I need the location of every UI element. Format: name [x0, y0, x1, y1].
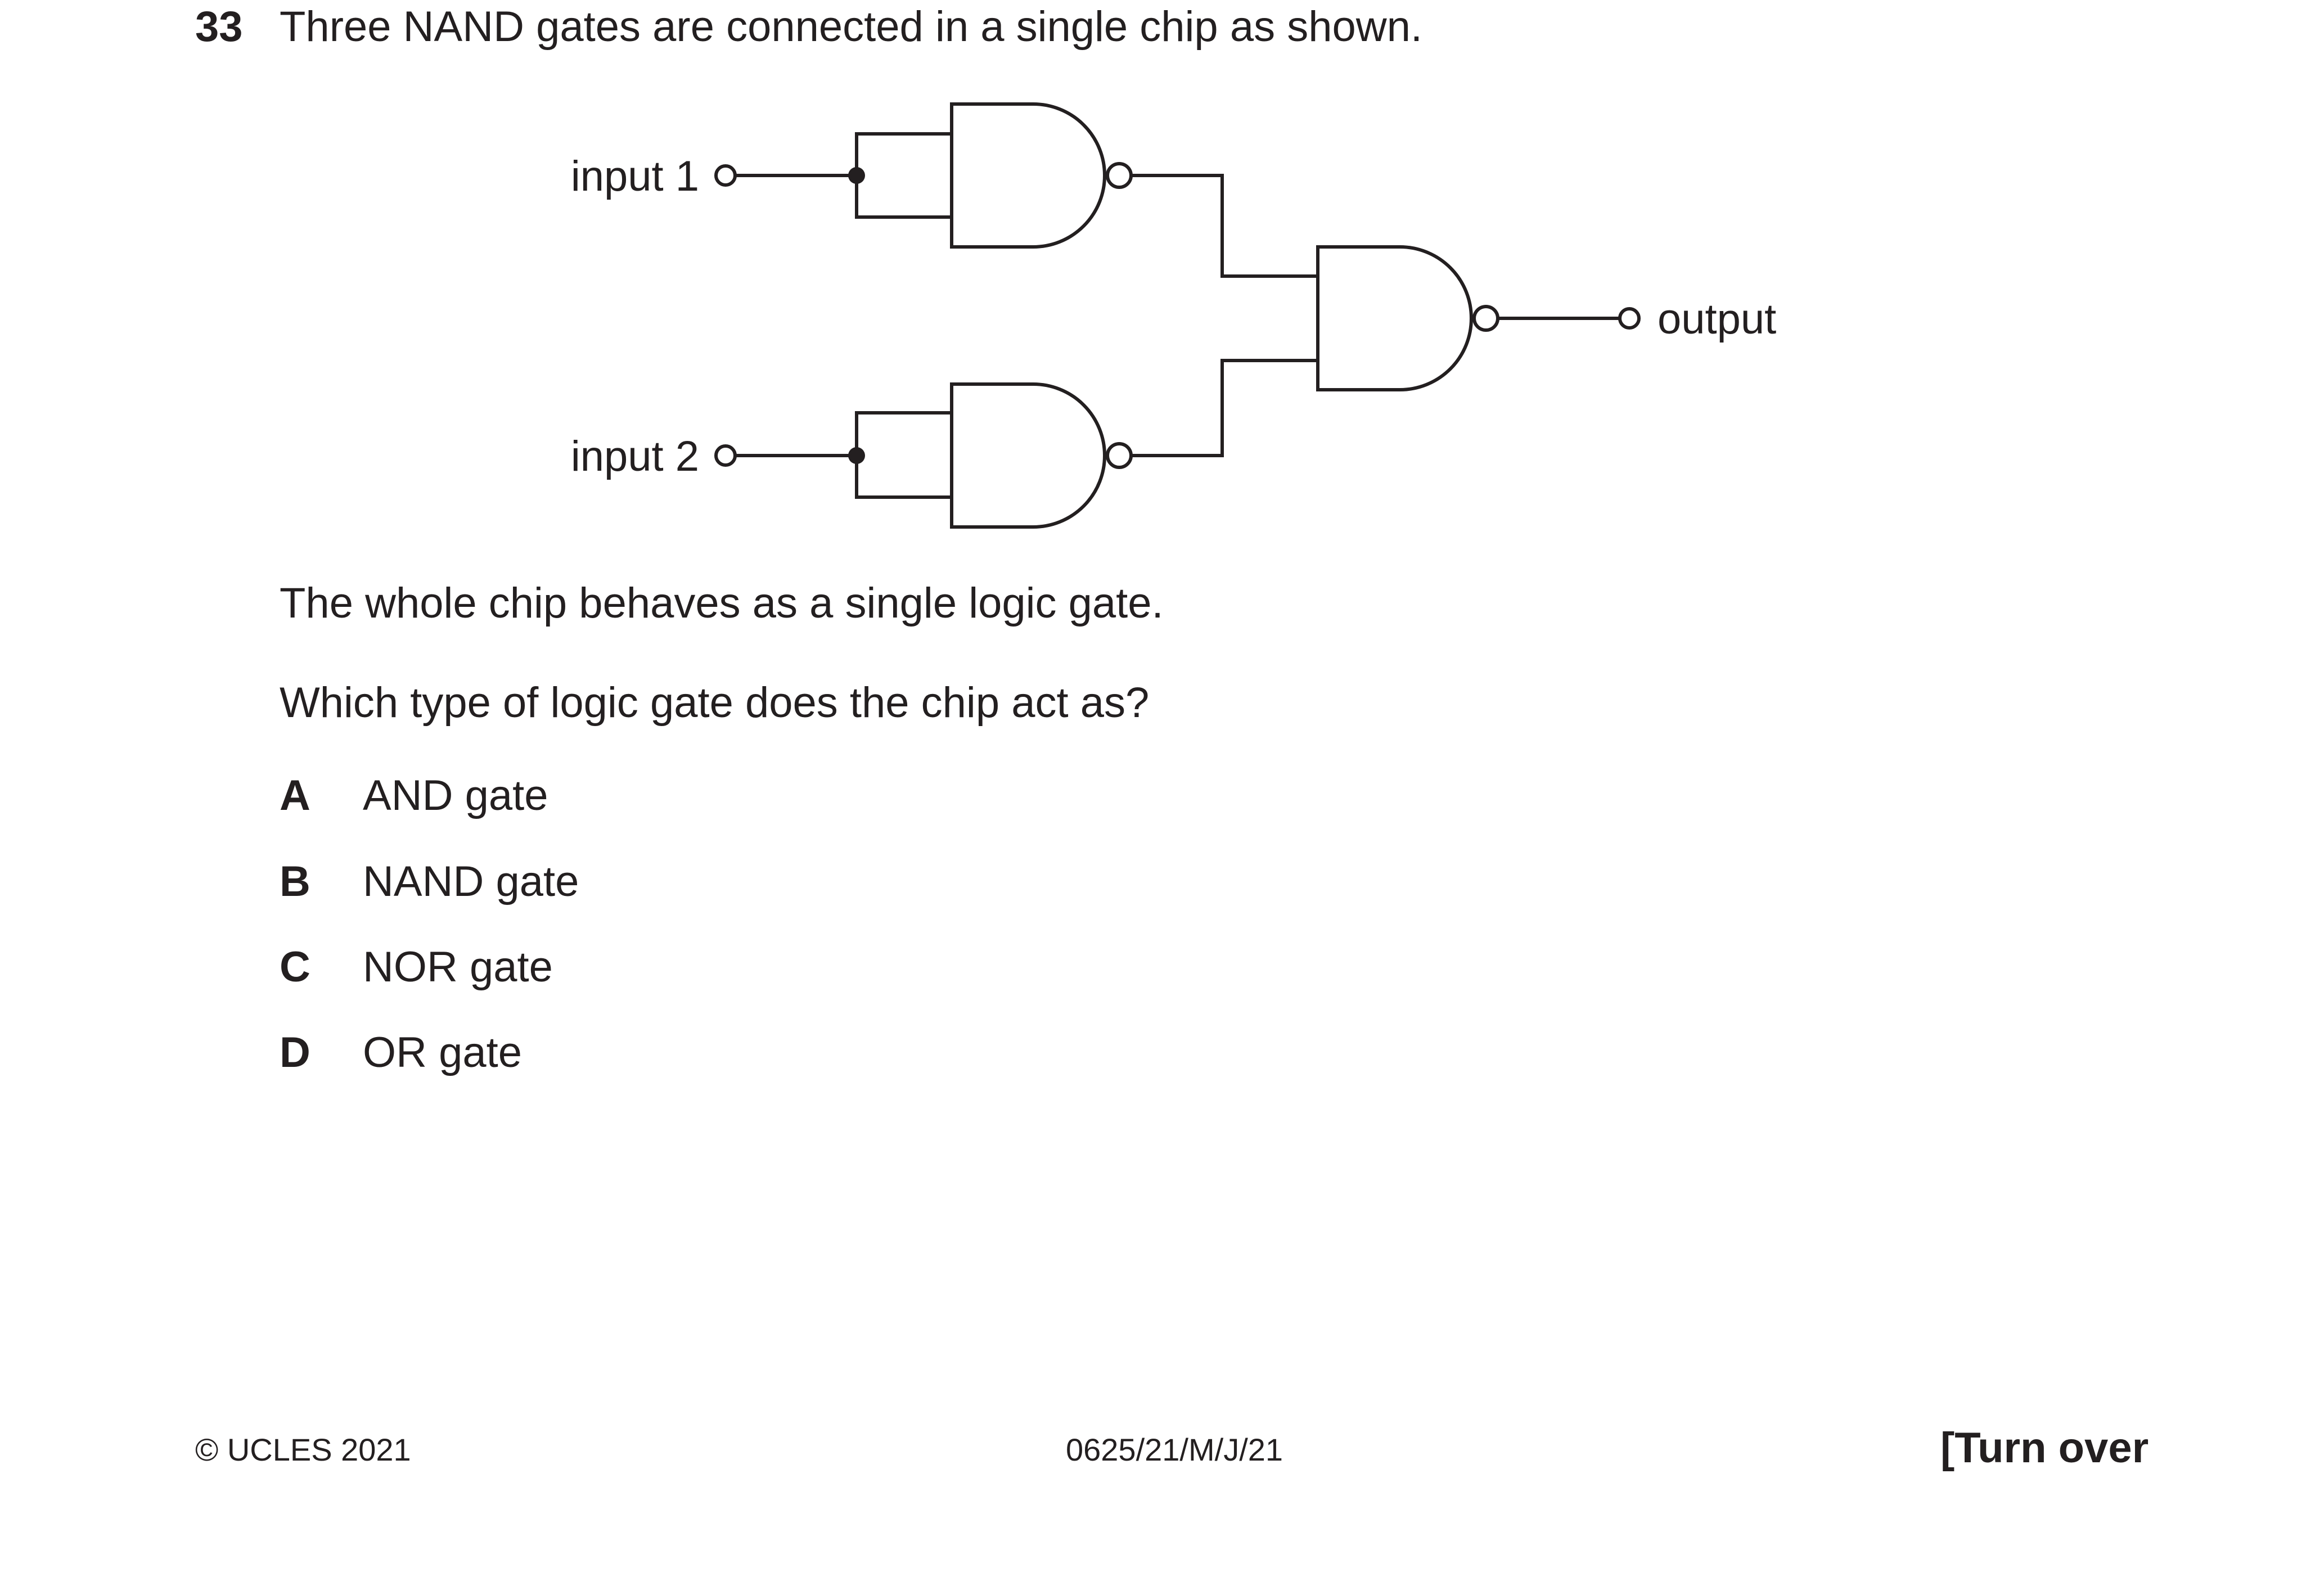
option-c-letter: C — [280, 943, 310, 991]
footer-copyright: © UCLES 2021 — [195, 1432, 411, 1467]
output-wire — [1498, 307, 1641, 330]
input-2-label: input 2 — [571, 432, 699, 480]
option-d-letter: D — [280, 1029, 310, 1076]
question-line: Which type of logic gate does the chip a… — [280, 679, 1150, 727]
junction-dot-2 — [848, 447, 865, 464]
statement-line: The whole chip behaves as a single logic… — [280, 579, 1164, 627]
turn-over-label: [Turn over — [1940, 1424, 2149, 1472]
option-a-letter: A — [280, 772, 310, 819]
option-c-text: NOR gate — [363, 943, 553, 991]
option-a-text: AND gate — [363, 772, 548, 819]
question-number: 33 — [195, 3, 243, 51]
input-2-wires — [714, 411, 952, 499]
input-1-wires — [714, 132, 952, 219]
option-d-text: OR gate — [363, 1029, 523, 1076]
option-b-letter: B — [280, 858, 310, 905]
input-1-label: input 1 — [571, 152, 699, 200]
circuit-diagram: input 1 input 2 output — [571, 102, 1776, 529]
option-b-text: NAND gate — [363, 858, 579, 905]
junction-dot-1 — [848, 167, 865, 184]
intermediate-wires — [1131, 174, 1318, 457]
nand-gate-1 — [950, 102, 1133, 249]
nand-gate-3 — [1316, 245, 1499, 391]
nand-gate-2 — [950, 382, 1133, 529]
output-label: output — [1658, 295, 1776, 343]
footer-code: 0625/21/M/J/21 — [1066, 1432, 1283, 1467]
question-stem: Three NAND gates are connected in a sing… — [280, 3, 1422, 51]
